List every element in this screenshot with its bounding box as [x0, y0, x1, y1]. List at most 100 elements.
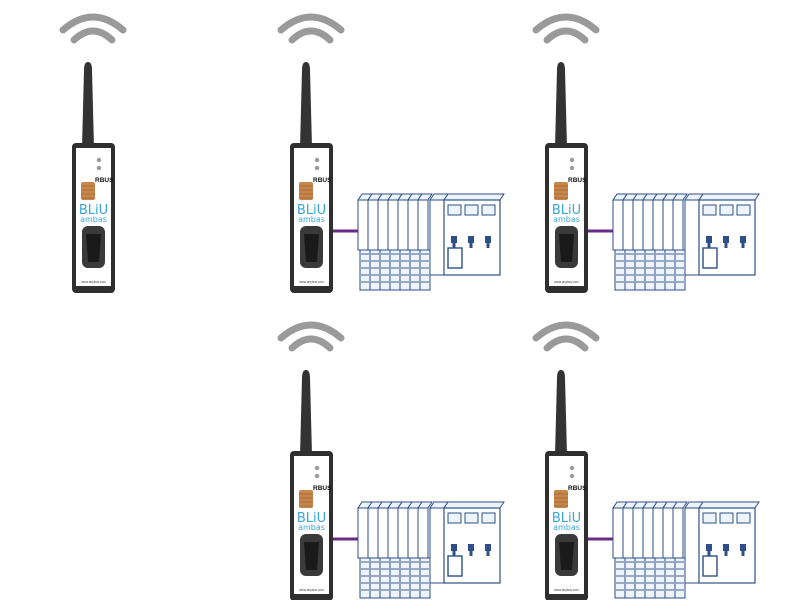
status-led-2 [314, 165, 320, 171]
cpu-connector-pin [741, 243, 745, 248]
brand-logo: BLiU [297, 511, 326, 526]
terminal-block [369, 557, 381, 599]
cpu-connector-pin [469, 243, 473, 248]
cpu-connector [451, 236, 457, 243]
cpu-connector-pin [724, 551, 728, 556]
device-url: www.anybus.com [299, 588, 324, 592]
brand-subtitle: ambas [80, 215, 107, 224]
io-slice-body [367, 199, 379, 251]
io-slice-body [397, 199, 409, 251]
serial-port-socket [86, 234, 101, 262]
device-url: www.anybus.com [299, 280, 324, 284]
cpu-slot [481, 512, 496, 524]
status-led-1 [314, 157, 320, 163]
connector-nut [554, 490, 568, 508]
cpu-port [447, 555, 463, 577]
status-led-2 [314, 473, 320, 479]
cpu-connector-pin [452, 551, 456, 556]
plc-module-icon [357, 501, 505, 599]
wifi-arc-inner [70, 27, 116, 44]
io-slice-body [387, 199, 399, 251]
antenna-connector [299, 182, 313, 200]
cpu-connector-pin [724, 243, 728, 248]
terminal-block [359, 557, 371, 599]
wifi-arc-inner [543, 27, 589, 44]
terminal-block [674, 557, 686, 599]
terminal-block [419, 557, 431, 599]
status-led-1 [314, 465, 320, 471]
terminal-block [674, 249, 686, 291]
cpu-slot [719, 204, 734, 216]
device-url: www.anybus.com [81, 280, 106, 284]
cpu-port [702, 247, 718, 269]
io-slice-body [642, 199, 654, 251]
io-slice-body [407, 507, 419, 559]
bus-label: RBUS [313, 485, 332, 492]
antenna-connector [554, 490, 568, 508]
terminal-block [359, 249, 371, 291]
terminal-block [419, 249, 431, 291]
io-slice-body [672, 507, 684, 559]
brand-logo: BLiU [297, 203, 326, 218]
wifi-arc-outer [532, 321, 600, 342]
cpu-connector [706, 236, 712, 243]
io-slice-body [387, 507, 399, 559]
terminal-block [409, 249, 421, 291]
cpu-port [447, 247, 463, 269]
status-led-2 [569, 165, 575, 171]
io-slice-body [622, 507, 634, 559]
io-slice-body [377, 199, 389, 251]
cpu-top [698, 501, 760, 509]
bus-label: RBUS [313, 177, 332, 184]
io-slice-body [632, 507, 644, 559]
cpu-connector-pin [707, 243, 711, 248]
cpu-slot [464, 204, 479, 216]
terminal-block [644, 557, 656, 599]
connector-nut [299, 490, 313, 508]
wifi-icon [532, 321, 600, 352]
wifi-icon [277, 321, 345, 352]
wifi-arc-outer [59, 13, 127, 34]
terminal-block [389, 557, 401, 599]
status-led-1 [569, 465, 575, 471]
io-slice-body [367, 507, 379, 559]
wifi-arc-inner [543, 335, 589, 352]
terminal-block [654, 557, 666, 599]
plc-module-icon [612, 193, 760, 291]
brand-subtitle: ambas [553, 215, 580, 224]
controller-side [684, 199, 700, 276]
serial-port-icon [300, 534, 323, 576]
cpu-connector [723, 544, 729, 551]
cpu-connector [740, 544, 746, 551]
bus-label: RBUS [568, 485, 587, 492]
terminal-block [369, 249, 381, 291]
io-slice-body [662, 507, 674, 559]
bus-label: RBUS [568, 177, 587, 184]
cpu-connector-pin [707, 551, 711, 556]
io-slice-body [417, 199, 429, 251]
brand-logo: BLiU [79, 203, 108, 218]
io-slice-body [652, 199, 664, 251]
terminal-block [379, 249, 391, 291]
serial-port-icon [82, 226, 105, 268]
terminal-block [614, 557, 626, 599]
io-slice-body [632, 199, 644, 251]
brand-subtitle: ambas [298, 215, 325, 224]
terminal-block [624, 557, 636, 599]
cpu-connector-pin [469, 551, 473, 556]
status-led-2 [569, 473, 575, 479]
terminal-block [389, 249, 401, 291]
terminal-block [644, 249, 656, 291]
wifi-icon [277, 13, 345, 44]
controller-side [684, 507, 700, 584]
serial-port-socket [304, 234, 319, 262]
terminal-block [399, 249, 411, 291]
cpu-slot [702, 512, 717, 524]
wifi-arc-inner [288, 335, 334, 352]
wifi-icon [59, 13, 127, 44]
antenna-connector [554, 182, 568, 200]
connector-nut [554, 182, 568, 200]
